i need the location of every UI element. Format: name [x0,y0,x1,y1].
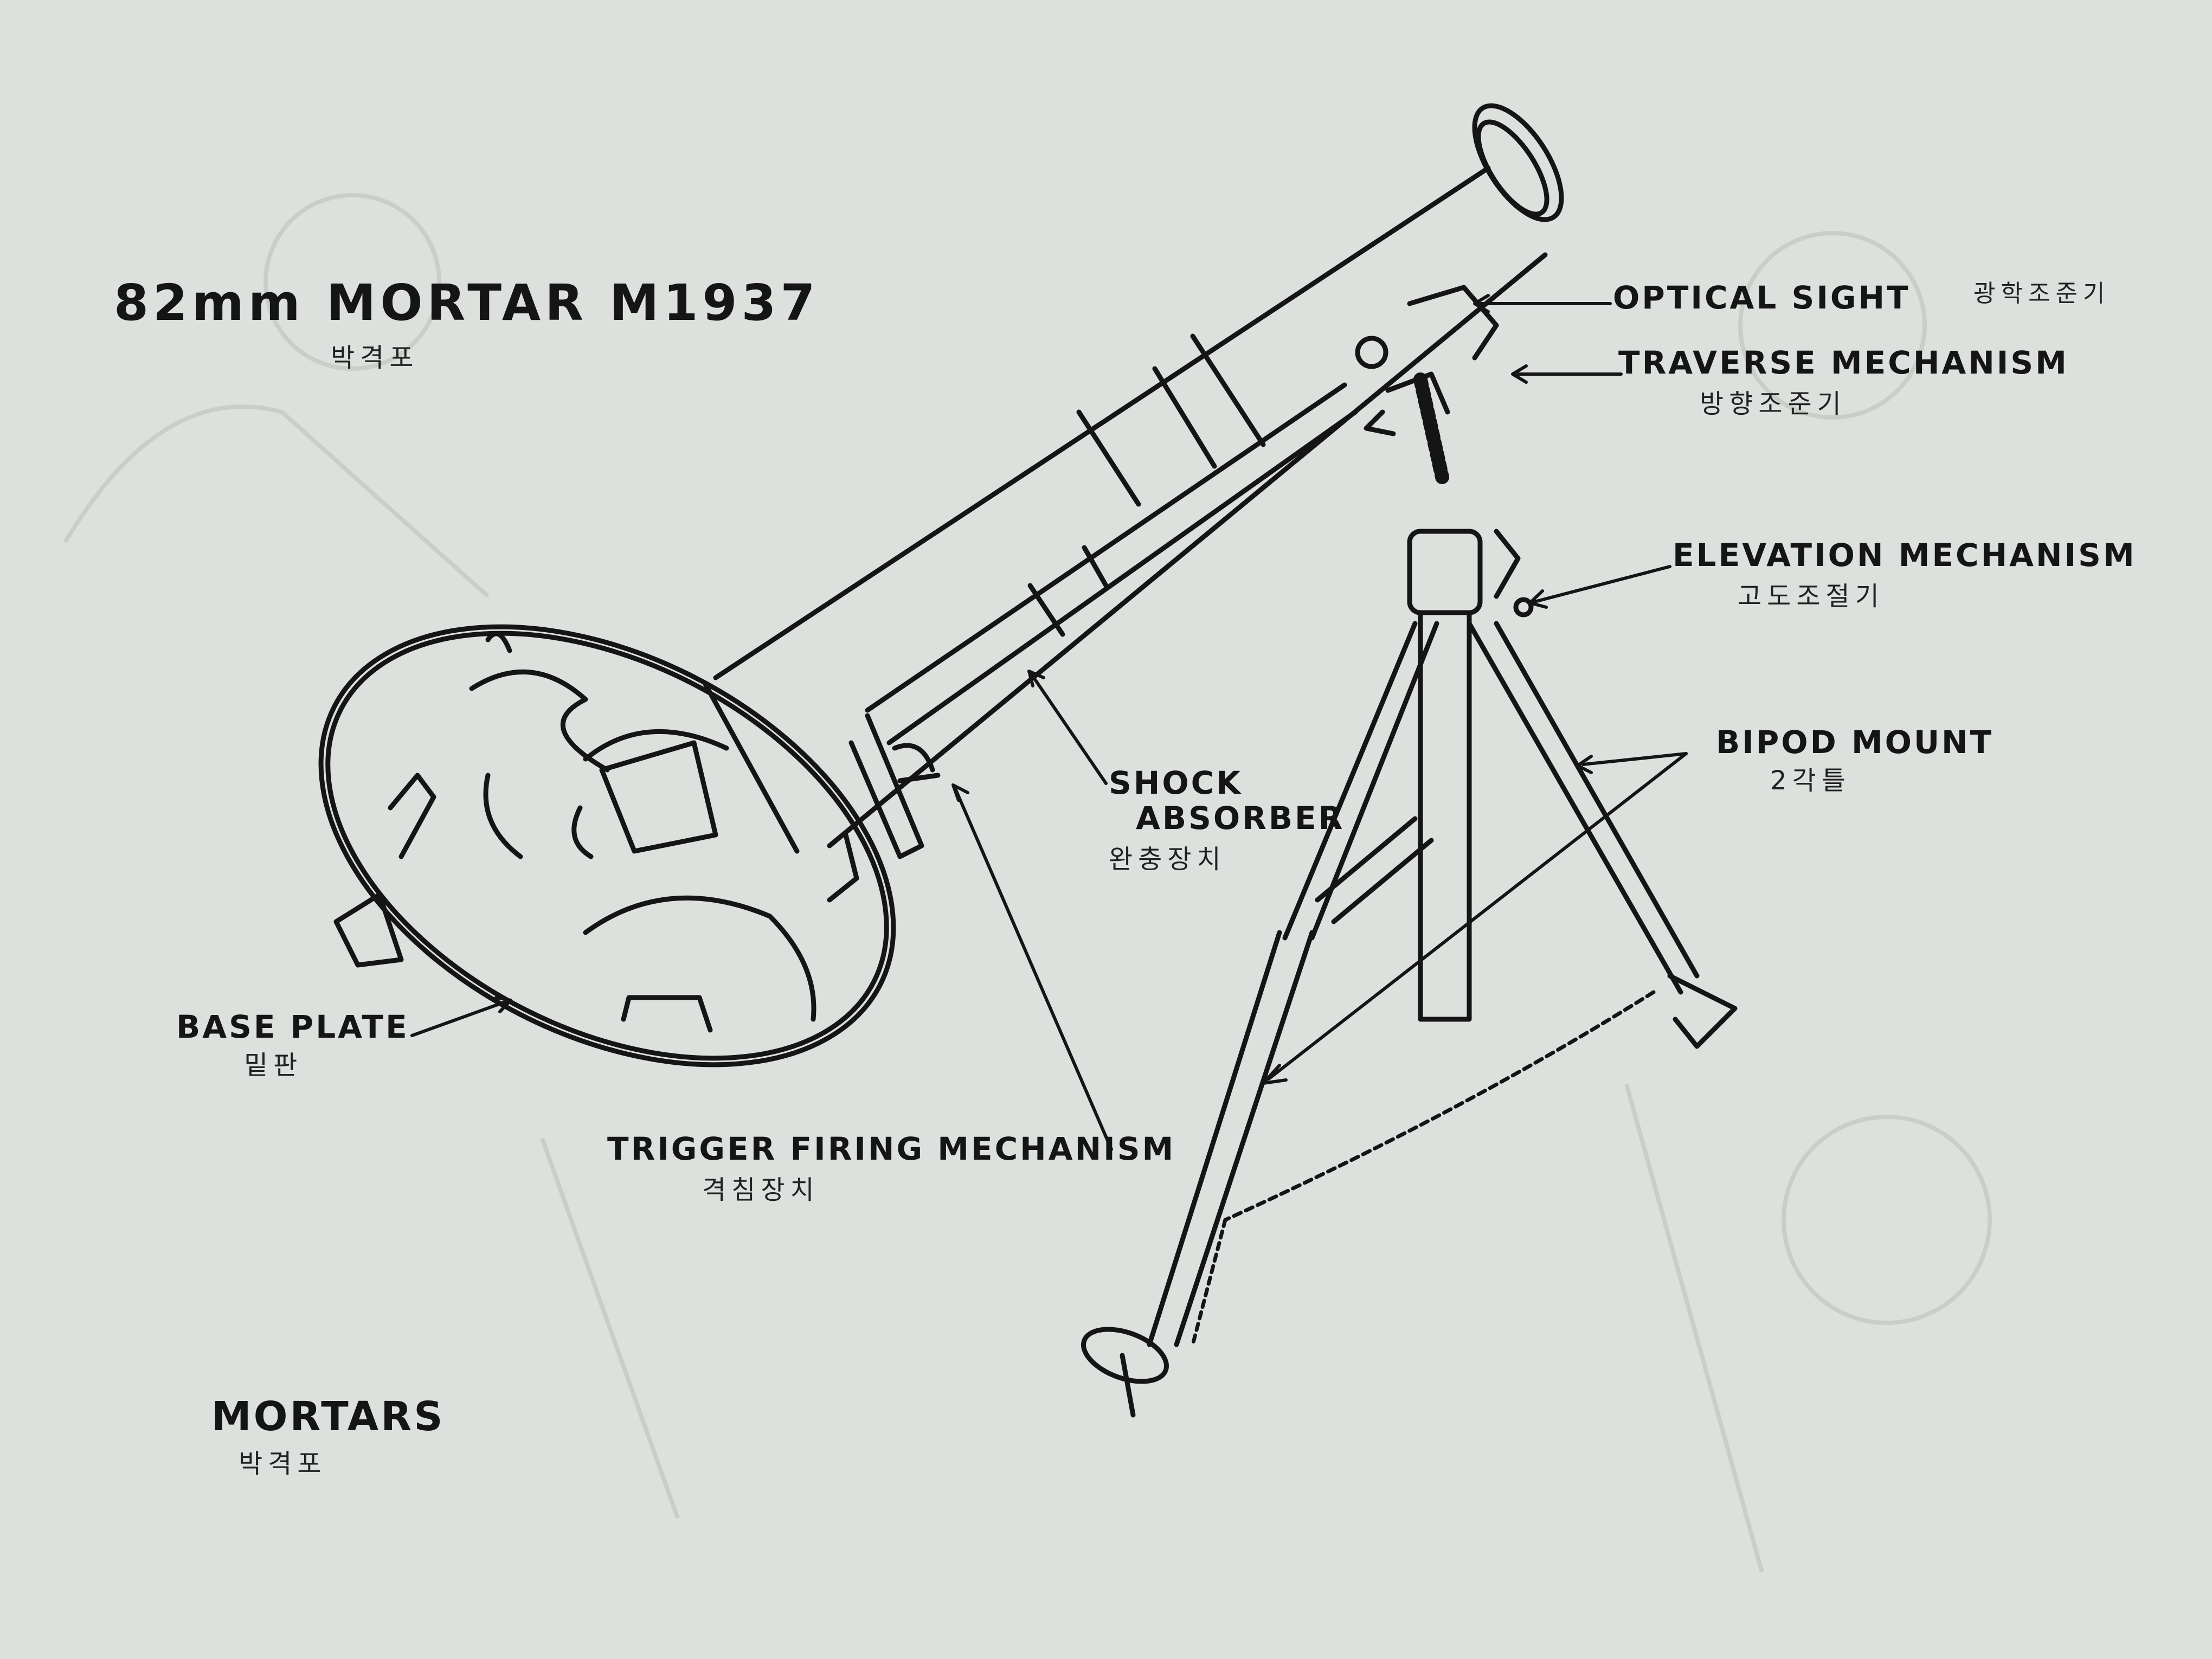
label-optical-sight-korean: 광학조준기 [1973,280,2111,307]
label-traverse-mechanism: TRAVERSE MECHANISM [1618,344,2069,381]
leader-lines [410,294,1688,1151]
label-elevation-mechanism: ELEVATION MECHANISM [1673,537,2137,574]
section-heading-korean: 박격포 [239,1449,327,1479]
label-bipod-mount: BIPOD MOUNT [1716,724,1994,761]
traverse-mechanism [1364,372,1449,484]
label-trigger-firing-mechanism-korean: 격침장치 [702,1175,820,1205]
label-base-plate-korean: 밑판 [244,1050,303,1081]
label-optical-sight: OPTICAL SIGHT [1613,279,1911,316]
elevation-mechanism [1407,529,1534,1022]
label-base-plate: BASE PLATE [176,1008,409,1045]
label-trigger-firing-mechanism: TRIGGER FIRING MECHANISM [607,1130,1176,1167]
label-shock-absorber-korean: 완충장치 [1109,844,1226,874]
bipod-mount [1081,621,1738,1418]
label-shock-absorber-line2: ABSORBER [1136,800,1345,837]
label-traverse-mechanism-korean: 방향조준기 [1700,389,1847,419]
base-plate [318,624,896,1068]
section-heading: MORTARS [211,1393,445,1440]
shock-absorber [865,382,1358,745]
show-through-ghost [63,193,1992,1573]
diagram-title-korean: 박격포 [331,343,419,373]
label-elevation-mechanism-korean: 고도조절기 [1738,581,1885,612]
trigger-mechanism [848,713,941,859]
diagram-title: 82mm MORTAR M1937 [114,274,820,332]
mortar-barrel [571,103,1564,859]
label-bipod-mount-korean: 2각틀 [1770,766,1851,796]
label-shock-absorber-line1: SHOCK [1109,764,1243,801]
